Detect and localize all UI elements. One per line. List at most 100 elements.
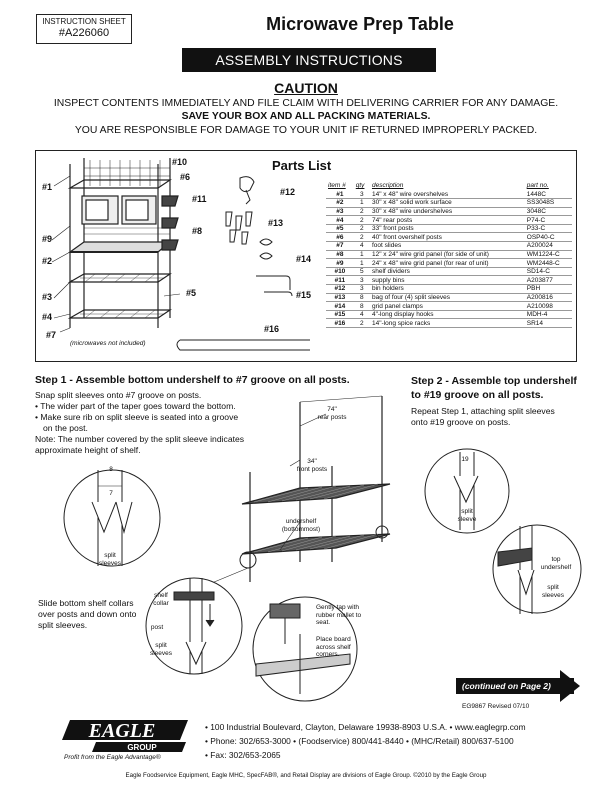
cell-part: 1448C <box>524 190 572 200</box>
logo-eagle-text: EAGLE <box>88 720 156 742</box>
cell-item: #8 <box>326 250 354 260</box>
cell-desc: grid panel clamps <box>369 301 525 311</box>
eagle-group-logo: EAGLE GROUP <box>62 720 188 752</box>
callout-9: #9 <box>42 234 53 244</box>
top-undershelf-label: top undershelf <box>536 556 576 571</box>
front-posts-length: 34" <box>307 458 317 465</box>
cell-item: #5 <box>326 224 354 234</box>
cell-qty: 2 <box>353 318 370 328</box>
shelf-collar-detail <box>145 577 243 675</box>
callout-5: #5 <box>186 288 197 298</box>
callout-2: #2 <box>42 256 53 266</box>
cell-qty: 2 <box>353 215 370 225</box>
shelf-text: shelf <box>154 592 168 599</box>
cell-item: #3 <box>326 207 354 217</box>
cell-qty: 1 <box>353 258 370 268</box>
cell-part: SR14 <box>524 318 572 328</box>
split-sleeves-label-left: split sleeves <box>90 552 130 567</box>
callout-10: #10 <box>172 157 188 167</box>
cell-desc: 4"-long display hooks <box>369 310 525 320</box>
divisions-note: Eagle Foodservice Equipment, Eagle MHC, … <box>125 772 487 779</box>
cell-qty: 2 <box>353 232 370 243</box>
cell-item: #2 <box>326 198 354 208</box>
cell-qty: 1 <box>353 250 370 260</box>
contact-address: • 100 Industrial Boulevard, Clayton, Del… <box>205 722 526 732</box>
post-label: post <box>150 624 164 631</box>
undershelf-label: undershelf (bottommost) <box>276 518 326 533</box>
shelf-assembly-diagram <box>189 395 391 593</box>
cell-desc: 30" x 48" wire undershelves <box>369 207 525 217</box>
split-sleeve-detail-right <box>424 448 510 534</box>
parts-panel <box>35 150 577 362</box>
callout-16: #16 <box>264 324 280 334</box>
split-text: split <box>547 584 559 591</box>
cell-item: #13 <box>326 293 354 303</box>
shelf-collar-label: shelf collar <box>146 592 176 607</box>
step1-title: Step 1 - Assemble bottom undershelf to #… <box>35 374 350 386</box>
assembly-banner: ASSEMBLY INSTRUCTIONS <box>182 48 436 72</box>
cell-qty: 1 <box>353 198 370 208</box>
groove-number-8: 8 <box>109 466 113 473</box>
slide-collars-note: Slide bottom shelf collars over posts an… <box>38 598 137 630</box>
cell-part: SD14-C <box>524 267 572 277</box>
cell-qty: 3 <box>353 190 370 200</box>
cell-desc: bag of four (4) split sleeves <box>369 293 525 303</box>
col-description: description <box>371 182 404 189</box>
callout-6: #6 <box>180 172 191 182</box>
contact-phones: • Phone: 302/653-3000 • (Foodservice) 80… <box>205 736 514 746</box>
split-text: split <box>155 642 167 649</box>
cell-item: #10 <box>326 267 354 277</box>
cell-desc: 33" front posts <box>369 224 525 234</box>
cell-qty: 2 <box>353 224 370 234</box>
cell-desc: 14" x 48" wire overshelves <box>369 190 525 200</box>
cell-item: #12 <box>326 284 354 294</box>
groove-number-7: 7 <box>109 490 113 497</box>
rear-posts-text: rear posts <box>317 413 347 421</box>
caution-heading: CAUTION <box>274 80 338 96</box>
undershelf-text: undershelf <box>540 563 572 571</box>
step1-bullet-rib: • Make sure rib on split sleeve is seate… <box>35 412 239 422</box>
place-board-label: Place board across shelf corners. <box>316 636 351 658</box>
caution-line-save-box: SAVE YOUR BOX AND ALL PACKING MATERIALS. <box>181 111 431 122</box>
cell-qty: 8 <box>353 301 370 311</box>
caution-line-inspect: INSPECT CONTENTS IMMEDIATELY AND FILE CL… <box>53 98 559 109</box>
cell-qty: 5 <box>353 267 370 277</box>
step1-note: Note: The number covered by the split sl… <box>35 434 245 455</box>
parts-list-title: Parts List <box>272 158 332 173</box>
gently-tap-label: Gently tap with rubber mallet to seat. <box>316 604 362 626</box>
cell-desc: 14"-long spice racks <box>369 318 525 328</box>
cell-part: A200816 <box>524 293 572 303</box>
logo-group-text: GROUP <box>127 743 157 752</box>
cell-part: A200024 <box>524 241 572 251</box>
cell-part: WM2448-C <box>524 258 572 268</box>
cell-qty: 8 <box>353 293 370 303</box>
mallet-detail <box>252 596 358 702</box>
collar-text: collar <box>153 599 169 607</box>
split-sleeve-label-right: split sleeve <box>452 508 482 523</box>
continued-banner: (continued on Page 2) <box>456 678 574 694</box>
cell-qty: 3 <box>353 284 370 294</box>
step2-body: Repeat Step 1, attaching split sleeves o… <box>411 406 555 427</box>
unit-illustration <box>51 158 181 333</box>
callout-11: #11 <box>192 194 207 204</box>
cell-item: #1 <box>326 190 354 200</box>
callout-13: #13 <box>268 218 284 228</box>
callout-14: #14 <box>296 254 312 264</box>
cell-part: A203877 <box>524 275 572 286</box>
loose-parts-illustration <box>176 176 310 351</box>
split-text: split <box>461 508 473 515</box>
cell-item: #14 <box>326 301 354 311</box>
cell-desc: foot slides <box>369 241 525 251</box>
callout-7: #7 <box>46 330 57 340</box>
